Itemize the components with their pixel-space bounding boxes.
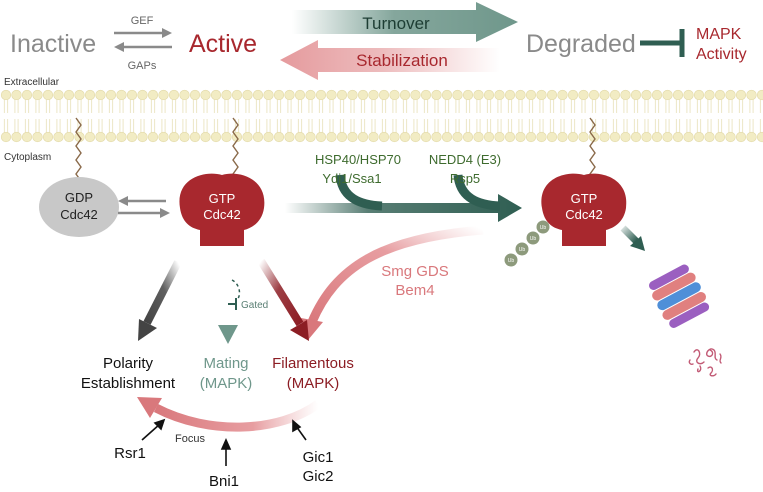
polarity-arrow-head: [138, 319, 157, 341]
gdp-cdc42-label: Cdc42: [60, 207, 98, 222]
mating-line1: Mating: [203, 355, 248, 372]
mapk-activity-line1: MAPK: [696, 26, 742, 43]
nedd-label-line1: NEDD4 (E3): [429, 152, 501, 167]
polarity-arrow-shaft: [143, 260, 182, 325]
stabilization-arrow: [280, 40, 500, 80]
hsp-label-line2: Ydj1/Ssa1: [322, 171, 381, 186]
active-label: Active: [189, 30, 257, 58]
turnover-label: Turnover: [362, 14, 430, 33]
rsr1-label: Rsr1: [114, 445, 146, 462]
filamentous-arrow-head: [290, 320, 309, 341]
hsp-joining-arrow: [335, 174, 383, 211]
gtp-ub-label: GTP: [571, 191, 598, 206]
lipid-bilayer: [0, 89, 763, 143]
nedd-joining-arrow: [453, 174, 501, 211]
inhibition-arrow: [640, 29, 685, 57]
gdp-label: GDP: [65, 190, 93, 205]
gated-inhibition: [228, 279, 241, 310]
bni1-label: Bni1: [209, 473, 239, 490]
focus-label: Focus: [175, 433, 205, 445]
gtp-cdc42-active-protein: [179, 173, 265, 246]
filamentous-line1: Filamentous: [272, 355, 354, 372]
nedd-label-line2: Rsp5: [450, 171, 480, 186]
inactive-label: Inactive: [10, 30, 96, 58]
polarity-line2: Establishment: [81, 375, 176, 392]
proteasome-icon: [649, 264, 710, 328]
hsp-label-line1: HSP40/HSP70: [315, 152, 401, 167]
turnover-arrow: [292, 2, 518, 42]
gtp-ub-cdc42-label: Cdc42: [565, 207, 603, 222]
extracellular-label: Extracellular: [4, 77, 60, 88]
stabilization-label: Stabilization: [356, 51, 448, 70]
bem4-label: Bem4: [395, 282, 434, 299]
focus-arrow-head: [137, 397, 162, 418]
gtp-active-cdc42-label: Cdc42: [203, 207, 241, 222]
ub-label-1: Ub: [540, 225, 547, 231]
gdp-cdc42-protein: [39, 177, 119, 237]
focus-input-arrows: [141, 418, 307, 466]
mating-arrow-head: [218, 325, 238, 344]
filamentous-arrow-shaft: [257, 258, 304, 327]
gdp-gtp-arrows: [118, 196, 170, 218]
smg-gds-label: Smg GDS: [381, 263, 449, 280]
mapk-activity-line2: Activity: [696, 46, 747, 63]
degraded-label: Degraded: [526, 30, 636, 58]
gic1-label: Gic1: [303, 449, 334, 466]
polarity-line1: Polarity: [103, 355, 154, 372]
peptide-fragments-icon: [688, 348, 722, 377]
filamentous-line2: (MAPK): [287, 375, 340, 392]
gaps-label: GAPs: [128, 60, 157, 72]
ubiquitin-chain: [504, 220, 550, 267]
gef-label: GEF: [131, 15, 154, 27]
degradation-arrow-head: [630, 236, 645, 251]
cytoplasm-label: Cytoplasm: [4, 152, 51, 163]
focus-arrow: [153, 400, 321, 432]
mating-line2: (MAPK): [200, 375, 253, 392]
turnover-pathway-arrow: [285, 194, 522, 222]
gtp-cdc42-ubiquitinated-protein: [541, 173, 627, 246]
ub-label-3: Ub: [519, 247, 526, 253]
degradation-arrow-shaft: [620, 225, 639, 244]
gated-label: Gated: [241, 300, 268, 311]
gic2-label: Gic2: [303, 468, 334, 485]
gtp-active-label: GTP: [209, 191, 236, 206]
ub-label-2: Ub: [530, 236, 537, 242]
ub-label-4: Ub: [508, 258, 515, 264]
smg-bem4-arrow: [307, 225, 484, 324]
gef-gap-arrows: [114, 28, 172, 52]
